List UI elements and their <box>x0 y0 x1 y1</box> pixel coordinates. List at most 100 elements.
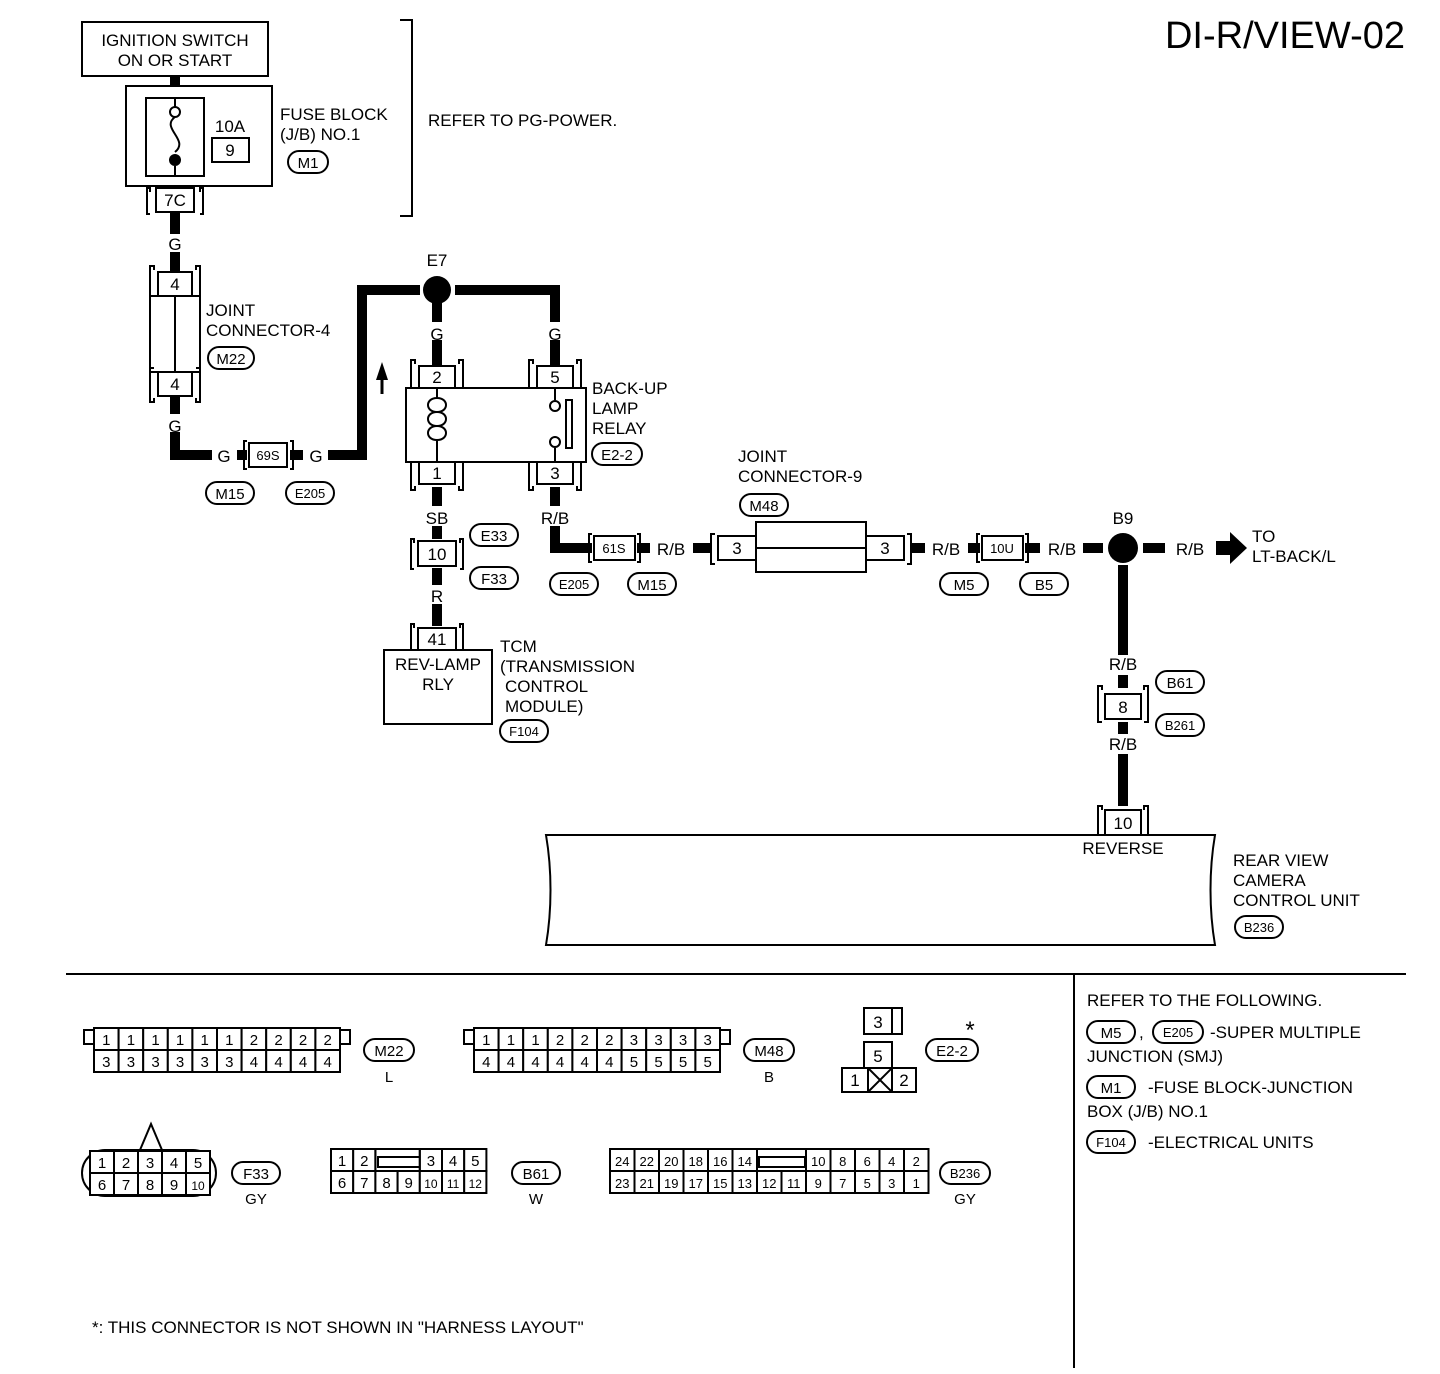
face-b236-pin-top-l-4: 16 <box>713 1154 727 1169</box>
joint4-pin-bottom-label: 4 <box>170 375 179 394</box>
legend-tag-m5 <box>1086 1020 1136 1044</box>
connector-tag-m5-label: M5 <box>954 577 975 594</box>
relay-contact-bottom <box>549 436 561 448</box>
face-m22-pin-bottom-9: 4 <box>324 1054 332 1071</box>
legend-tag-m1-label: M1 <box>1101 1080 1122 1097</box>
face-m22-pin-bottom-8: 4 <box>299 1054 307 1071</box>
face-b61-pin-bottom-2: 8 <box>382 1175 390 1192</box>
legend-tag-f104-label: F104 <box>1096 1135 1126 1150</box>
face-b236-pin-top-r-0: 10 <box>811 1154 825 1169</box>
face-tag-m22 <box>363 1038 415 1062</box>
face-m22-pin-bottom-9-cell <box>314 1049 341 1073</box>
face-m48-color: B <box>764 1069 774 1086</box>
connector-tag-b261 <box>1155 713 1205 737</box>
face-b236-pin-bottom-11: 3 <box>888 1176 895 1191</box>
connector-tag-e33-label: E33 <box>481 528 508 545</box>
connector-tag-m15-b <box>627 572 677 596</box>
face-b61-pin-bottom-4: 10 <box>424 1177 438 1191</box>
connector-tag-m22 <box>207 346 255 370</box>
tcm-connector-pin-10-label: 10 <box>428 545 447 564</box>
connector-tag-m48 <box>739 493 789 517</box>
tcm-label-2: (TRANSMISSION <box>500 657 635 676</box>
face-tag-e22 <box>925 1038 979 1062</box>
smj-69s <box>248 442 288 468</box>
connector-tag-e22 <box>591 442 643 466</box>
connector-tag-b61-label: B61 <box>1167 675 1194 692</box>
face-m48-pin-bottom-8: 5 <box>679 1054 687 1071</box>
face-b61-pin-top-r-0: 3 <box>427 1153 435 1170</box>
face-b236-pin-bottom-1: 21 <box>640 1176 654 1191</box>
face-f33-pin-bottom-2: 8 <box>146 1177 154 1194</box>
face-f33-pin-top-1: 2 <box>122 1155 130 1172</box>
legend-eu-text: -ELECTRICAL UNITS <box>1148 1133 1314 1152</box>
connector-tag-e33 <box>469 523 519 547</box>
face-m48-pin-top-0: 1 <box>482 1032 490 1049</box>
joint4-label-1: JOINT <box>206 301 255 320</box>
face-m48-pin-top-2: 1 <box>531 1032 539 1049</box>
face-b236-pin-bottom-4: 15 <box>713 1176 727 1191</box>
face-b61-pin-bottom-3: 9 <box>405 1175 413 1192</box>
face-m48-pin-top-1: 1 <box>507 1032 515 1049</box>
connector-tag-b236 <box>1234 915 1284 939</box>
legend-tag-e205-label: E205 <box>1163 1025 1193 1040</box>
face-b236-pin-top-r-4: 2 <box>913 1154 920 1169</box>
face-b236-pin-top-l-1: 22 <box>640 1154 654 1169</box>
face-f33-pin-top-0: 1 <box>98 1155 106 1172</box>
wire-color-rb-7: R/B <box>1109 735 1137 754</box>
face-tag-b61 <box>511 1161 561 1185</box>
face-b61-pin-bottom-1: 7 <box>360 1175 368 1192</box>
face-m22-pin-top-4: 1 <box>201 1032 209 1049</box>
camera-label-1: REAR VIEW <box>1233 851 1328 870</box>
relay-label-1: BACK-UP <box>592 379 668 398</box>
smj-10u <box>981 535 1024 561</box>
joint9-label-2: CONNECTOR-9 <box>738 467 862 486</box>
connector-tag-b5 <box>1019 572 1069 596</box>
face-tag-f33-label: F33 <box>243 1166 269 1183</box>
face-b236-pin-bottom-6: 12 <box>762 1176 776 1191</box>
face-m48-pin-top-7: 3 <box>654 1032 662 1049</box>
camera-pin-10 <box>1104 809 1142 836</box>
tcm-pin-41-label: 41 <box>428 630 447 649</box>
b61-pin-8-label: 8 <box>1118 698 1127 717</box>
legend-tag-m1 <box>1086 1075 1136 1099</box>
face-b61-gap <box>374 1148 421 1172</box>
tcm-box-label-1: REV-LAMP <box>395 655 481 674</box>
face-m48-pin-bottom-9-cell <box>694 1049 722 1073</box>
fuse-number-box <box>211 137 250 163</box>
relay-contact-top <box>549 400 561 412</box>
face-tag-b236 <box>939 1161 991 1185</box>
wire-color-rb-1: R/B <box>541 509 569 528</box>
connector-tag-f104 <box>499 719 549 743</box>
refer-bracket <box>400 19 413 217</box>
relay-pin-1-label: 1 <box>432 464 441 483</box>
face-m48-pin-bottom-2: 4 <box>531 1054 539 1071</box>
relay-switch-arm-icon <box>565 399 573 449</box>
face-b236-pin-bottom-0: 23 <box>615 1176 629 1191</box>
face-b61-pin-bottom-0: 6 <box>338 1175 346 1192</box>
face-m22-pin-bottom-4: 3 <box>201 1054 209 1071</box>
wire-color-rb-4: R/B <box>1048 540 1076 559</box>
joint4-pin-top-label: 4 <box>170 275 179 294</box>
face-f33-pin-bottom-0: 6 <box>98 1177 106 1194</box>
ignition-label-1: IGNITION SWITCH <box>101 31 248 50</box>
relay-coil-icon <box>427 388 447 462</box>
face-tag-e22-label: E2-2 <box>936 1043 968 1060</box>
page-code: DI-R/VIEW-02 <box>1165 15 1405 57</box>
wire-color-rb-6: R/B <box>1109 655 1137 674</box>
face-b236-gap <box>756 1148 807 1172</box>
connector-tag-e205-b <box>549 572 599 596</box>
face-tag-m22-label: M22 <box>374 1043 403 1060</box>
fuse-terminal-bottom <box>169 154 181 166</box>
face-b236-pin-top-l-0: 24 <box>615 1154 629 1169</box>
face-b236-pin-bottom-8: 9 <box>815 1176 822 1191</box>
face-m48-pin-bottom-7: 5 <box>654 1054 662 1071</box>
splice-b9 <box>1108 533 1138 563</box>
smj-61s <box>593 535 636 561</box>
face-b236-pin-top-r-2: 6 <box>864 1154 871 1169</box>
face-b61-color: W <box>529 1191 544 1208</box>
connector-tag-e205-a-label: E205 <box>295 486 325 501</box>
relay-label-2: LAMP <box>592 399 638 418</box>
legend-smj-text-1: -SUPER MULTIPLE <box>1210 1023 1361 1042</box>
